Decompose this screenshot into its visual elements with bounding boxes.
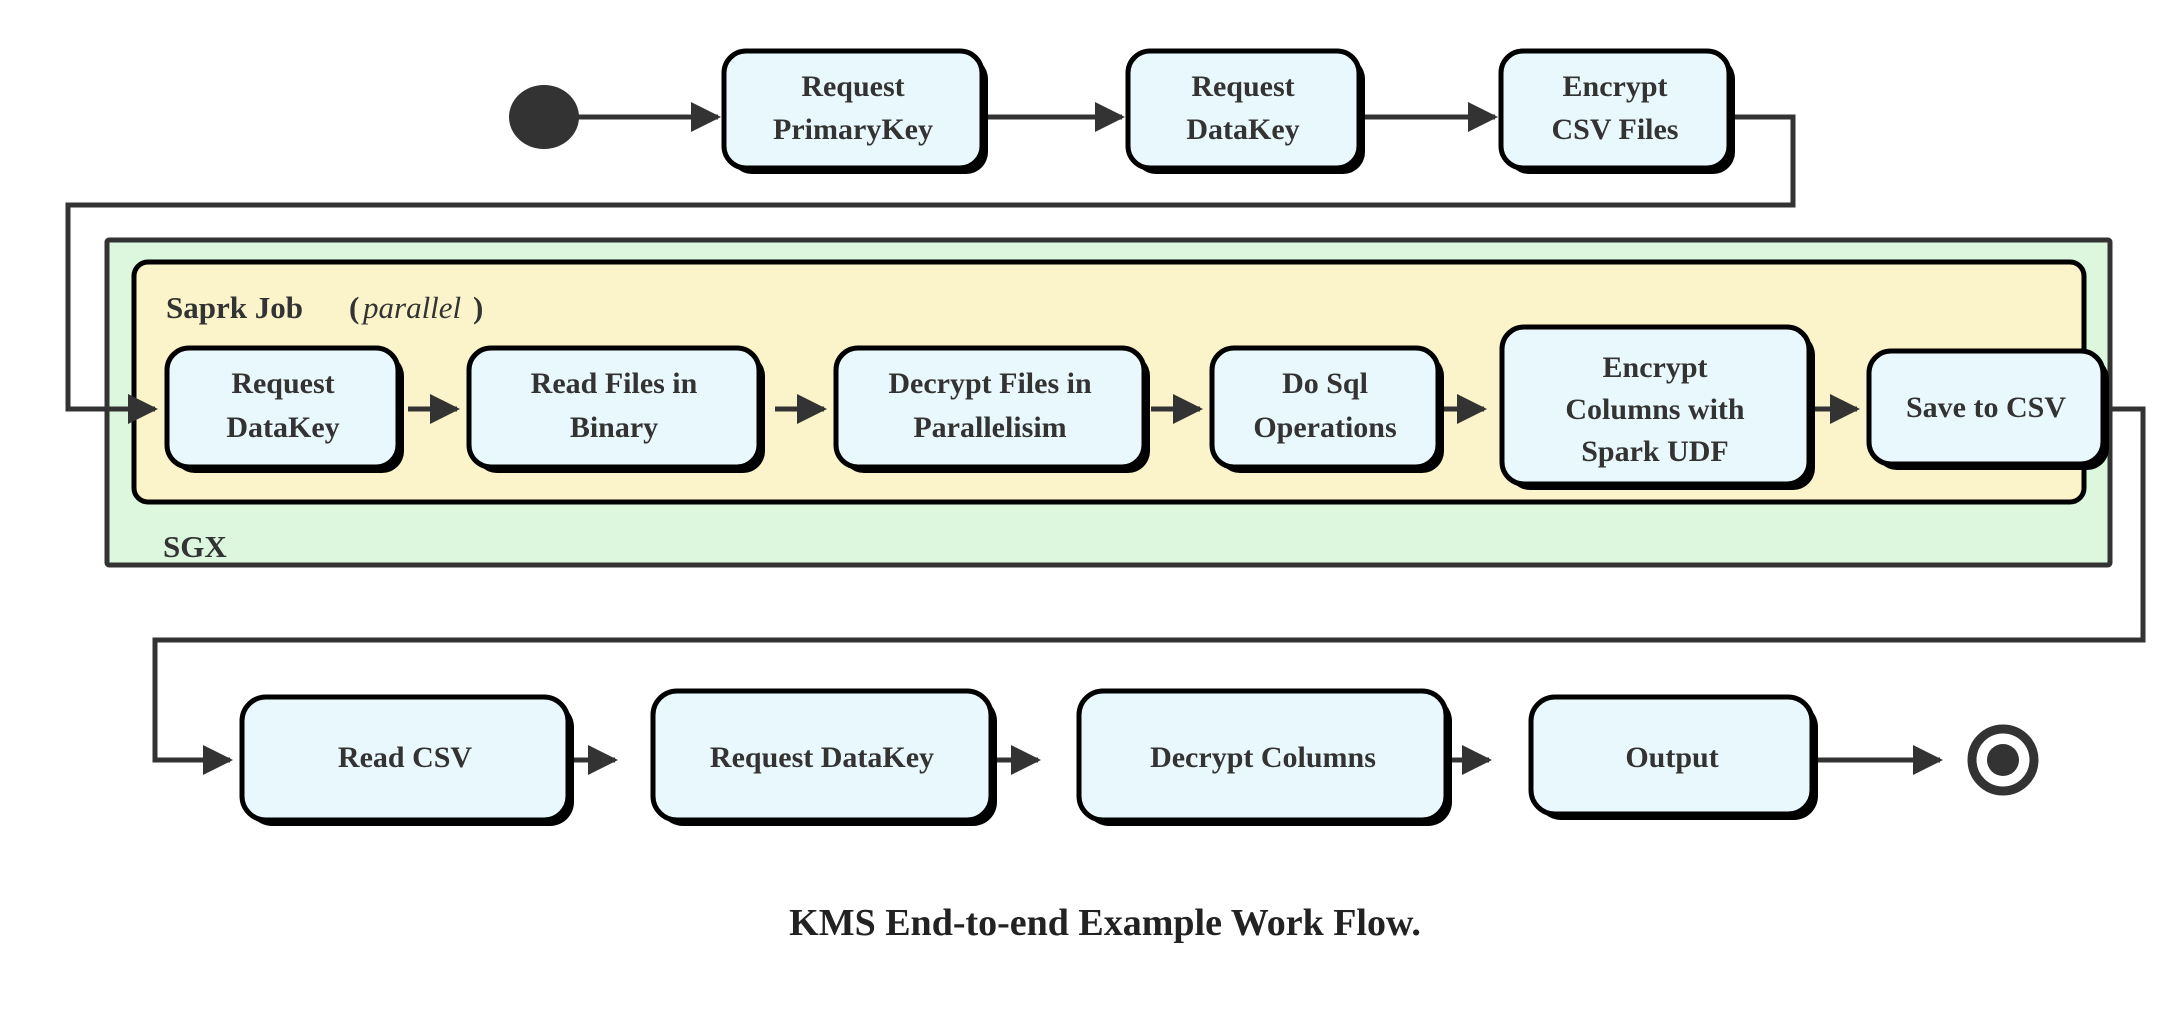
node-request-datakey-spark-line-1: Request bbox=[231, 367, 334, 400]
edge-encrypt-csv-to-spark-request-datakey bbox=[65, 114, 1796, 424]
node-encrypt-columns-with-spark-udf-line-1: Encrypt bbox=[1603, 351, 1708, 384]
node-encrypt-csv-files[interactable]: Encrypt CSV Files bbox=[1498, 48, 1735, 174]
node-output-line-1: Output bbox=[1625, 741, 1718, 774]
node-encrypt-columns-with-spark-udf[interactable]: Encrypt Columns with Spark UDF bbox=[1499, 324, 1815, 490]
node-do-sql-operations-line-1: Do Sql bbox=[1282, 367, 1368, 400]
container-sgx-label: SGX bbox=[163, 529, 227, 564]
node-decrypt-files-in-parallelisim[interactable]: Decrypt Files in Parallelisim bbox=[833, 345, 1150, 473]
edge-save-to-csv-to-read-csv bbox=[152, 406, 2146, 775]
node-decrypt-columns[interactable]: Decrypt Columns bbox=[1076, 688, 1452, 826]
node-encrypt-columns-with-spark-udf-line-3: Spark UDF bbox=[1581, 435, 1729, 468]
node-request-datakey-top-line-1: Request bbox=[1191, 70, 1294, 103]
node-read-files-in-binary[interactable]: Read Files in Binary bbox=[466, 345, 765, 473]
node-encrypt-columns-with-spark-udf-line-2: Columns with bbox=[1565, 393, 1745, 426]
node-decrypt-files-in-parallelisim-line-1: Decrypt Files in bbox=[888, 367, 1092, 400]
node-request-datakey-top-line-2: DataKey bbox=[1186, 113, 1299, 146]
node-read-csv-line-1: Read CSV bbox=[338, 741, 473, 774]
node-read-files-in-binary-line-1: Read Files in bbox=[531, 367, 698, 400]
node-request-primarykey[interactable]: Request PrimaryKey bbox=[721, 48, 988, 174]
node-request-datakey-bottom[interactable]: Request DataKey bbox=[650, 688, 997, 826]
node-request-datakey-spark[interactable]: Request DataKey bbox=[164, 345, 404, 473]
diagram-caption: KMS End-to-end Example Work Flow. bbox=[789, 902, 1421, 944]
start-node bbox=[509, 85, 579, 149]
node-encrypt-csv-files-line-2: CSV Files bbox=[1552, 113, 1679, 146]
node-decrypt-columns-line-1: Decrypt Columns bbox=[1150, 741, 1376, 774]
container-spark-job-paren-close: ) bbox=[473, 290, 483, 325]
node-do-sql-operations-line-2: Operations bbox=[1253, 411, 1396, 444]
node-encrypt-csv-files-line-1: Encrypt bbox=[1563, 70, 1668, 103]
node-request-datakey-top[interactable]: Request DataKey bbox=[1125, 48, 1365, 174]
node-save-to-csv-line-1: Save to CSV bbox=[1906, 391, 2066, 424]
node-read-csv[interactable]: Read CSV bbox=[239, 694, 574, 826]
node-request-primarykey-line-2: PrimaryKey bbox=[773, 113, 933, 146]
node-output[interactable]: Output bbox=[1528, 694, 1818, 820]
node-read-files-in-binary-line-2: Binary bbox=[570, 411, 658, 444]
container-spark-job-paren-open: ( bbox=[349, 290, 359, 325]
node-request-primarykey-line-1: Request bbox=[801, 70, 904, 103]
container-spark-job-label: Saprk Job bbox=[166, 290, 303, 325]
node-request-datakey-bottom-line-1: Request DataKey bbox=[710, 741, 934, 774]
node-decrypt-files-in-parallelisim-line-2: Parallelisim bbox=[913, 411, 1066, 444]
node-do-sql-operations[interactable]: Do Sql Operations bbox=[1209, 345, 1444, 473]
node-save-to-csv[interactable]: Save to CSV bbox=[1866, 348, 2109, 470]
node-request-datakey-spark-line-2: DataKey bbox=[226, 411, 339, 444]
end-node bbox=[1967, 724, 2039, 796]
container-spark-job-parallel: parallel bbox=[361, 290, 461, 325]
